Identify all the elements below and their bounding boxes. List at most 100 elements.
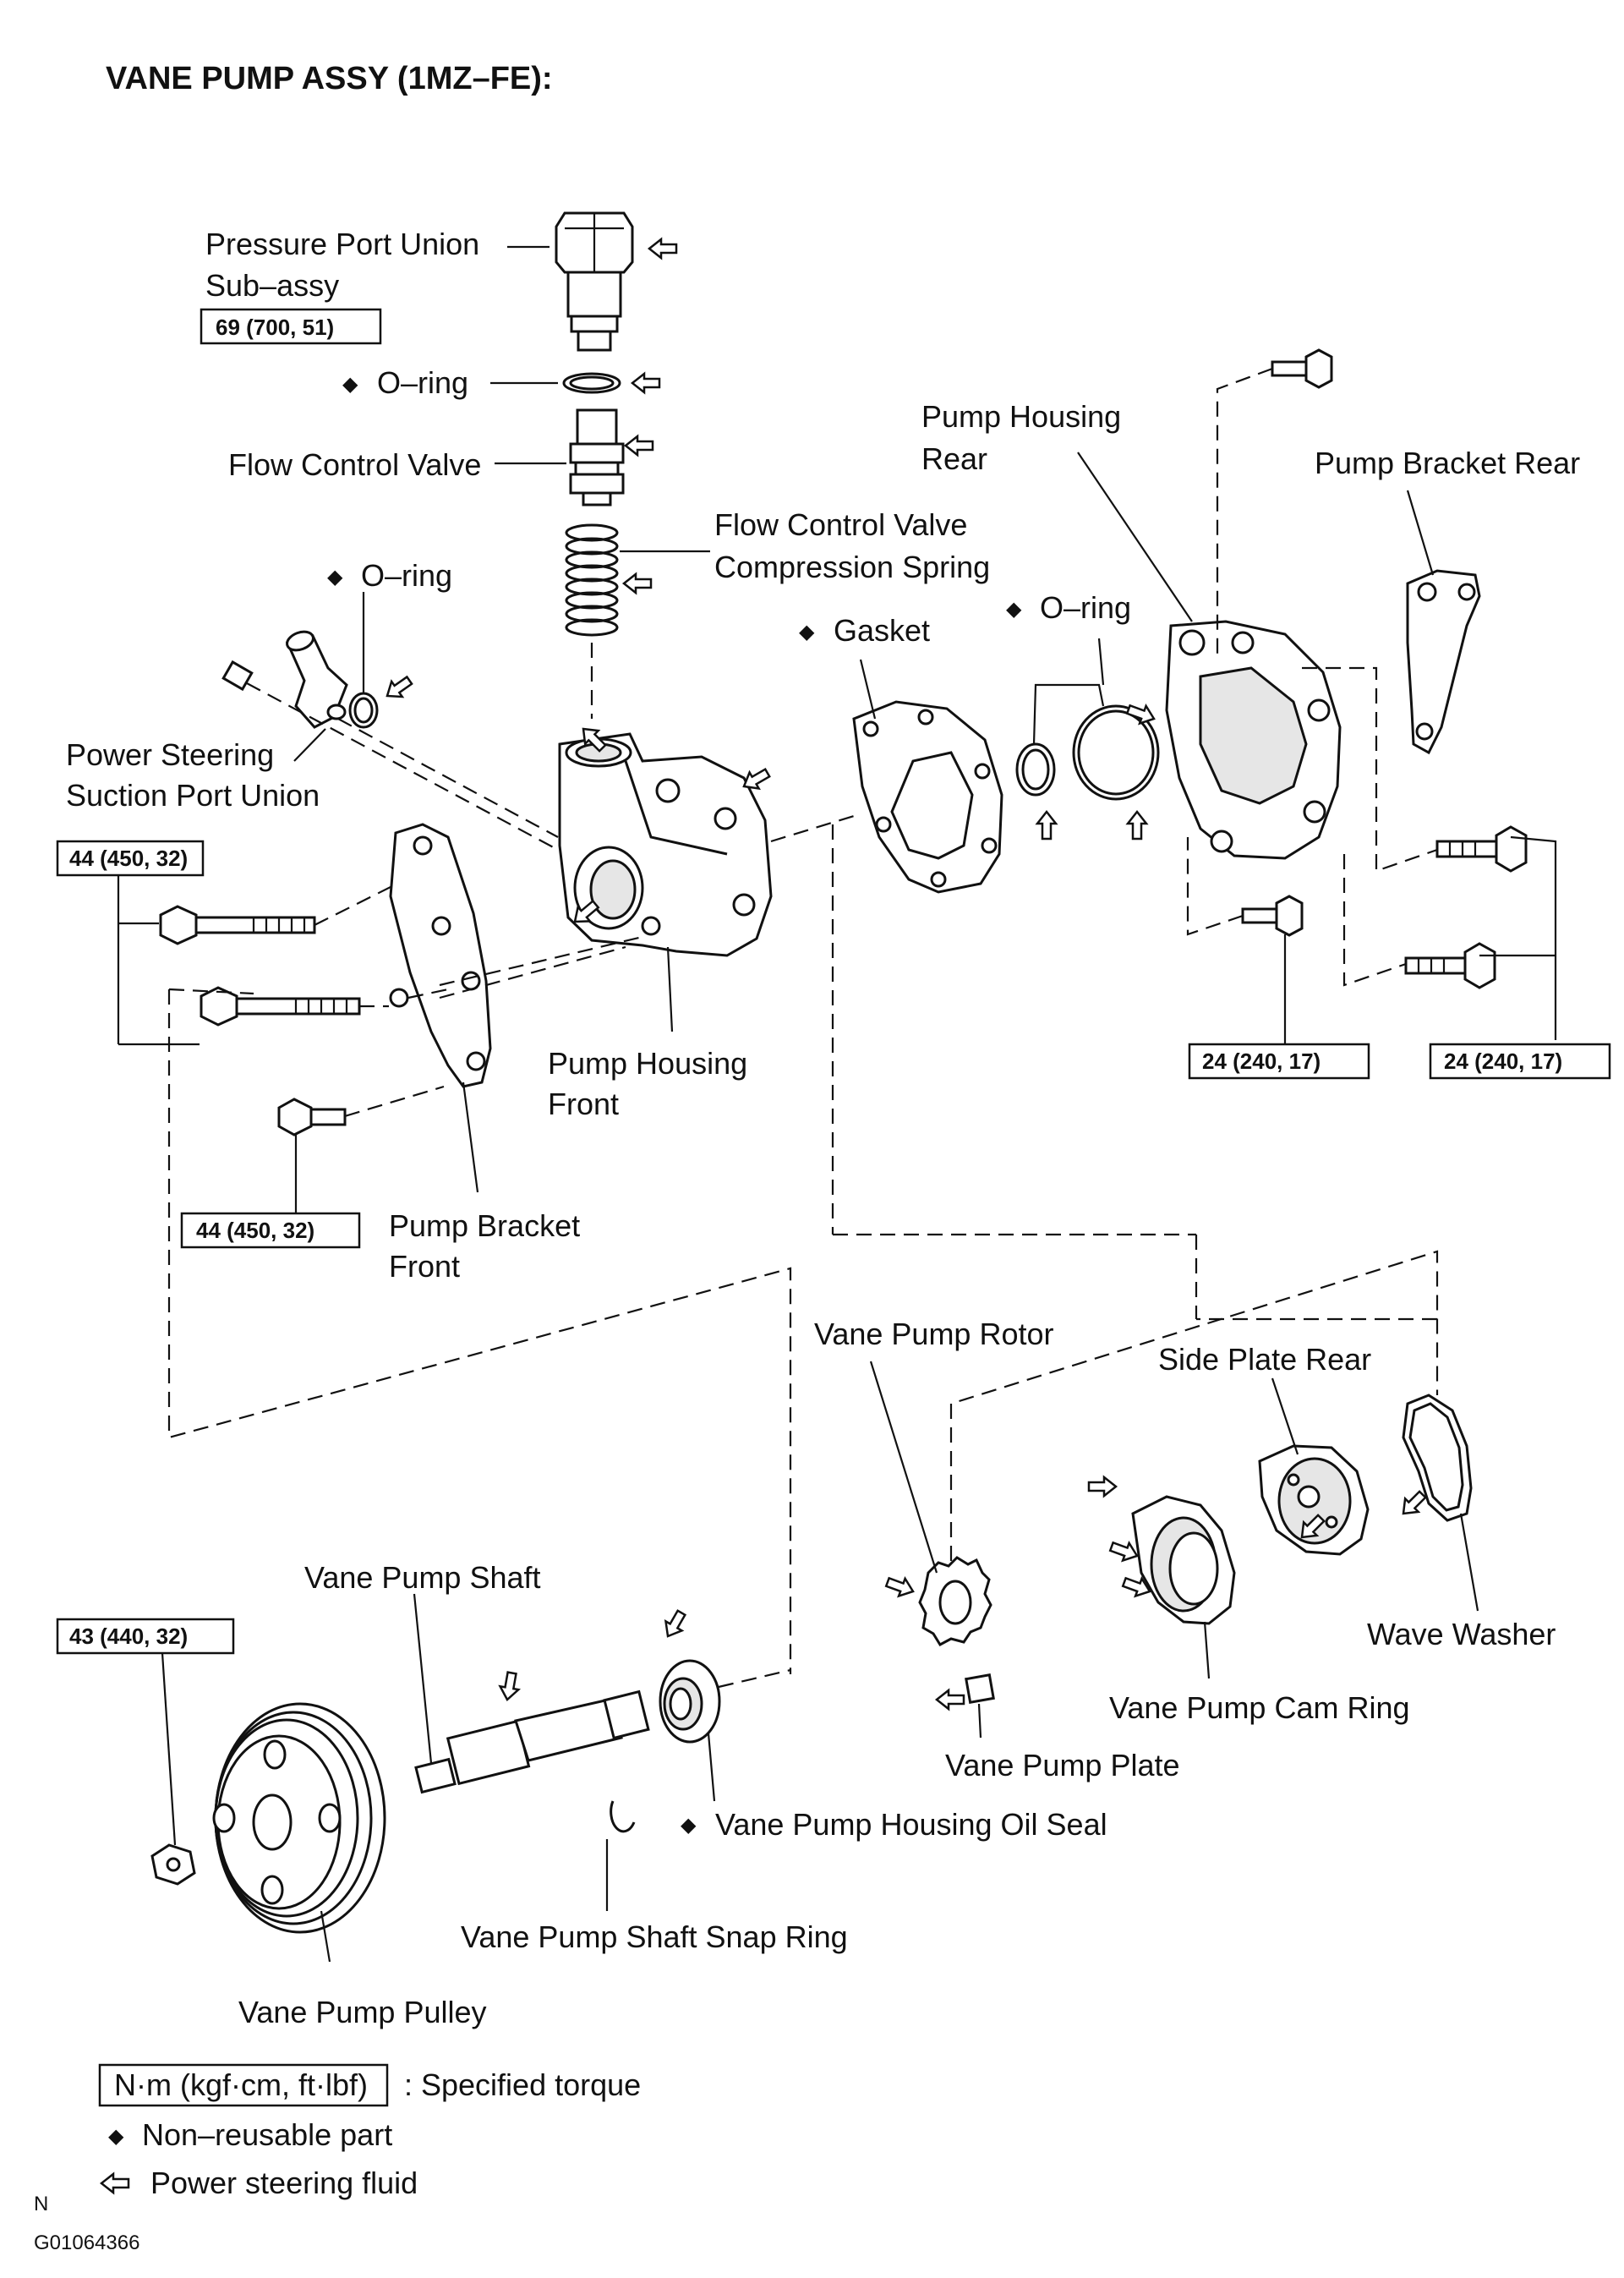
label-bracket-front-2: Front [389, 1249, 460, 1284]
flow-control-valve-part [569, 408, 625, 507]
pulley-nut-part [150, 1843, 196, 1886]
suction-port-union-part [221, 630, 348, 729]
fluid-arrow-icon [631, 372, 661, 394]
side-plate-rear-part [1258, 1444, 1370, 1556]
fluid-arrow-icon [1087, 1476, 1118, 1498]
bolt-top-rear-part [1271, 348, 1333, 389]
bolt-rear-lower-part [1404, 942, 1496, 989]
fluid-arrow-icon [648, 238, 678, 260]
washer-small-part [389, 988, 409, 1008]
torque-value: 69 (700, 51) [216, 315, 334, 340]
oring-small-right-part [1015, 742, 1056, 797]
non-reusable-diamond-icon: ◆ [1006, 598, 1022, 621]
label-pressure-port: Pressure Port Union [205, 227, 479, 261]
label-spring-2: Compression Spring [714, 550, 990, 584]
torque-value: 44 (450, 32) [69, 846, 188, 871]
legend-non-reusable: Non–reusable part [142, 2117, 392, 2152]
pump-bracket-rear-part [1406, 569, 1481, 755]
label-suction-1: Power Steering [66, 737, 274, 772]
fluid-arrow-icon [1126, 810, 1148, 841]
legend-torque-box [98, 2063, 389, 2107]
bolt-rear-mid-part [1241, 895, 1304, 937]
figure-code: G01064366 [34, 2231, 139, 2254]
label-suction-2: Suction Port Union [66, 778, 320, 813]
short-bolt-part [277, 1098, 347, 1136]
torque-value: 24 (240, 17) [1202, 1049, 1321, 1074]
torque-value: 24 (240, 17) [1444, 1049, 1562, 1074]
label-housing-rear-2: Rear [921, 441, 987, 476]
torque-box [180, 1212, 361, 1249]
label-flow-control-valve: Flow Control Valve [228, 447, 481, 482]
fluid-arrow-icon [1036, 810, 1058, 841]
label-snap-ring: Vane Pump Shaft Snap Ring [461, 1919, 848, 1954]
torque-box [1188, 1043, 1370, 1080]
fluid-arrow-icon [496, 1670, 522, 1703]
label-oring-left: O–ring [361, 558, 452, 593]
non-reusable-diamond-icon: ◆ [799, 621, 815, 643]
torque-box [200, 308, 382, 345]
oring-left-part [348, 692, 379, 729]
label-housing-front-1: Pump Housing [548, 1046, 747, 1081]
label-rotor: Vane Pump Rotor [814, 1317, 1053, 1351]
label-housing-front-2: Front [548, 1087, 619, 1121]
compression-spring-part [565, 523, 619, 637]
legend-torque-units: N·m (kgf·cm, ft·lbf) [114, 2067, 368, 2102]
pump-housing-front-part [558, 732, 773, 957]
vane-pump-cam-ring-part [1131, 1495, 1236, 1625]
label-spring-1: Flow Control Valve [714, 507, 967, 542]
torque-box [56, 840, 205, 877]
footer-mark: N [34, 2193, 48, 2215]
oring-large-right-part [1072, 704, 1160, 801]
pressure-port-union-part [555, 211, 634, 352]
vane-pump-plate-part [965, 1673, 995, 1704]
label-bracket-rear: Pump Bracket Rear [1315, 446, 1580, 480]
gasket-part [852, 700, 1003, 894]
label-pressure-port-sub: Sub–assy [205, 268, 339, 303]
torque-box [1429, 1043, 1611, 1080]
fluid-arrow-icon [1107, 1536, 1142, 1566]
oil-seal-part [659, 1659, 721, 1744]
vane-pump-rotor-part [918, 1556, 992, 1646]
fluid-arrow-icon [624, 435, 654, 457]
vane-pump-pulley-part [212, 1702, 386, 1934]
long-bolt-lower-part [200, 986, 361, 1027]
label-wave-washer: Wave Washer [1367, 1617, 1556, 1651]
fluid-arrow-icon [380, 671, 416, 705]
label-oil-seal: Vane Pump Housing Oil Seal [715, 1807, 1107, 1842]
torque-value: 43 (440, 32) [69, 1624, 188, 1649]
legend-torque-text: : Specified torque [404, 2067, 641, 2102]
non-reusable-diamond-icon: ◆ [327, 566, 343, 589]
label-shaft: Vane Pump Shaft [304, 1560, 541, 1595]
snap-ring-part [610, 1800, 636, 1833]
non-reusable-diamond-icon: ◆ [342, 373, 358, 396]
long-bolt-upper-part [159, 905, 316, 945]
torque-box [56, 1618, 235, 1655]
fluid-arrow-icon [1124, 699, 1159, 729]
label-plate: Vane Pump Plate [945, 1748, 1180, 1782]
diagram-title: VANE PUMP ASSY (1MZ–FE): [106, 61, 553, 96]
wave-washer-part [1402, 1394, 1473, 1522]
fluid-arrow-icon [659, 1607, 691, 1642]
legend-fluid: Power steering fluid [150, 2166, 418, 2200]
torque-value: 44 (450, 32) [196, 1218, 314, 1243]
fluid-arrow-icon [622, 572, 653, 594]
pump-housing-rear-part [1165, 620, 1342, 860]
non-reusable-diamond-icon: ◆ [108, 2125, 124, 2148]
label-bracket-front-1: Pump Bracket [389, 1208, 580, 1243]
fluid-arrow-icon [100, 2172, 130, 2194]
label-side-plate: Side Plate Rear [1158, 1342, 1371, 1377]
label-gasket: Gasket [834, 613, 930, 648]
label-housing-rear-1: Pump Housing [921, 399, 1121, 434]
label-oring-top: O–ring [377, 365, 468, 400]
label-oring-right: O–ring [1040, 590, 1131, 625]
non-reusable-diamond-icon: ◆ [681, 1814, 697, 1837]
fluid-arrow-icon [935, 1689, 965, 1711]
label-cam-ring: Vane Pump Cam Ring [1109, 1690, 1410, 1725]
bolt-rear-upper-part [1435, 825, 1528, 873]
vane-pump-shaft-part [414, 1689, 650, 1794]
pump-bracket-front-part [389, 823, 492, 1088]
fluid-arrow-icon [883, 1572, 918, 1602]
label-pulley: Vane Pump Pulley [238, 1995, 487, 2029]
oring-top-part [562, 372, 621, 394]
